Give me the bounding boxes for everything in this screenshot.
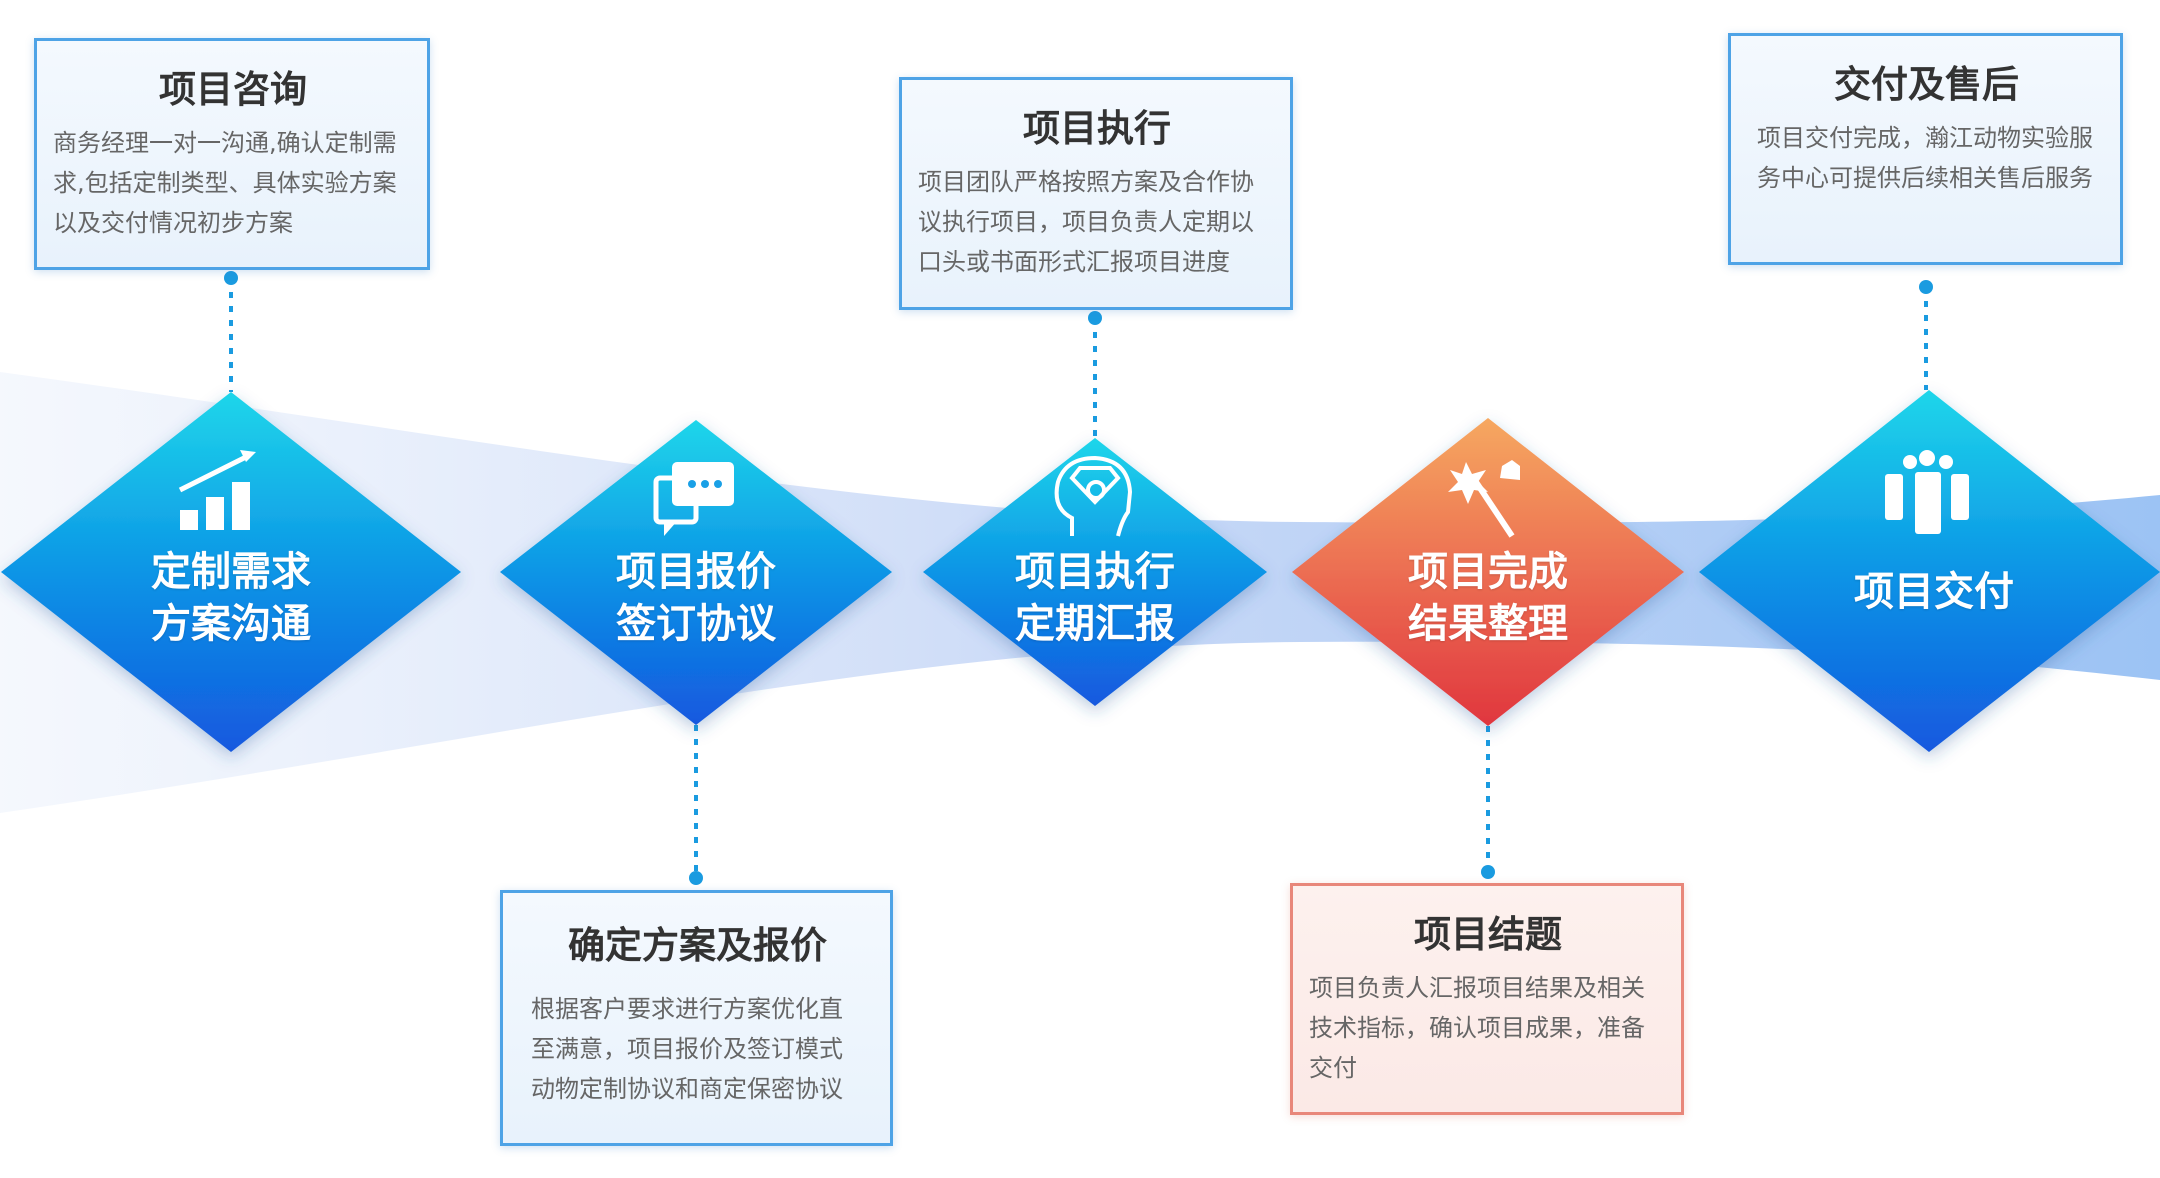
- head-diamond-icon: [1054, 455, 1133, 537]
- box-text: 项目负责人汇报项目结果及相关技术指标，确认项目成果，准备交付: [1309, 974, 1645, 1082]
- box-text: 根据客户要求进行方案优化直至满意，项目报价及签订模式动物定制协议和商定保密协议: [531, 995, 843, 1103]
- step-label-line: 定制需求: [151, 549, 311, 595]
- box-title: 项目咨询: [159, 68, 307, 111]
- step-label-line: 定期汇报: [1015, 601, 1175, 647]
- team-people-icon: [1885, 450, 1969, 534]
- step-label-line: 方案沟通: [151, 601, 311, 647]
- info-box-consultation: 项目咨询 商务经理一对一沟通,确认定制需求,包括定制类型、具体实验方案以及交付情…: [34, 38, 430, 270]
- step-3-label: 项目执行定期汇报: [965, 546, 1225, 650]
- box-title: 项目结题: [1414, 913, 1562, 956]
- box-text: 项目交付完成，瀚江动物实验服务中心可提供后续相关售后服务: [1757, 124, 2093, 192]
- step-label-line: 项目完成: [1408, 549, 1568, 595]
- diamond-step-2: [500, 420, 892, 725]
- connector-lines: [229, 278, 1928, 878]
- box-title: 确定方案及报价: [568, 924, 827, 967]
- diamond-step-5: [1699, 390, 2160, 752]
- step-label-line: 项目报价: [616, 549, 776, 595]
- step-label-line: 签订协议: [616, 601, 776, 647]
- info-box-delivery: 交付及售后 项目交付完成，瀚江动物实验服务中心可提供后续相关售后服务: [1728, 33, 2123, 265]
- step-label-line: 项目执行: [1015, 549, 1175, 595]
- diamond-step-1: [1, 392, 461, 752]
- diamond-step-4: [1292, 418, 1684, 726]
- diamond-step-3: [923, 438, 1267, 706]
- step-1-label: 定制需求方案沟通: [101, 546, 361, 650]
- box-text: 项目团队严格按照方案及合作协议执行项目，项目负责人定期以口头或书面形式汇报项目进…: [918, 168, 1254, 276]
- step-2-label: 项目报价签订协议: [566, 546, 826, 650]
- info-box-conclusion: 项目结题 项目负责人汇报项目结果及相关技术指标，确认项目成果，准备交付: [1290, 883, 1684, 1115]
- step-5-label: 项目交付: [1804, 566, 2064, 618]
- chat-bubbles-icon: [653, 462, 734, 536]
- step-label-line: 结果整理: [1408, 601, 1568, 647]
- magic-wand-icon: [1448, 460, 1520, 538]
- bar-chart-growth-icon: [178, 450, 256, 530]
- step-4-label: 项目完成结果整理: [1358, 546, 1618, 650]
- box-title: 交付及售后: [1834, 63, 2019, 106]
- connector-dots: [224, 271, 1933, 885]
- step-label-line: 项目交付: [1854, 569, 2014, 615]
- box-text: 商务经理一对一沟通,确认定制需求,包括定制类型、具体实验方案以及交付情况初步方案: [53, 129, 397, 237]
- info-box-execution: 项目执行 项目团队严格按照方案及合作协议执行项目，项目负责人定期以口头或书面形式…: [899, 77, 1293, 310]
- box-title: 项目执行: [1023, 107, 1171, 150]
- info-box-quotation: 确定方案及报价 根据客户要求进行方案优化直至满意，项目报价及签订模式动物定制协议…: [500, 890, 893, 1146]
